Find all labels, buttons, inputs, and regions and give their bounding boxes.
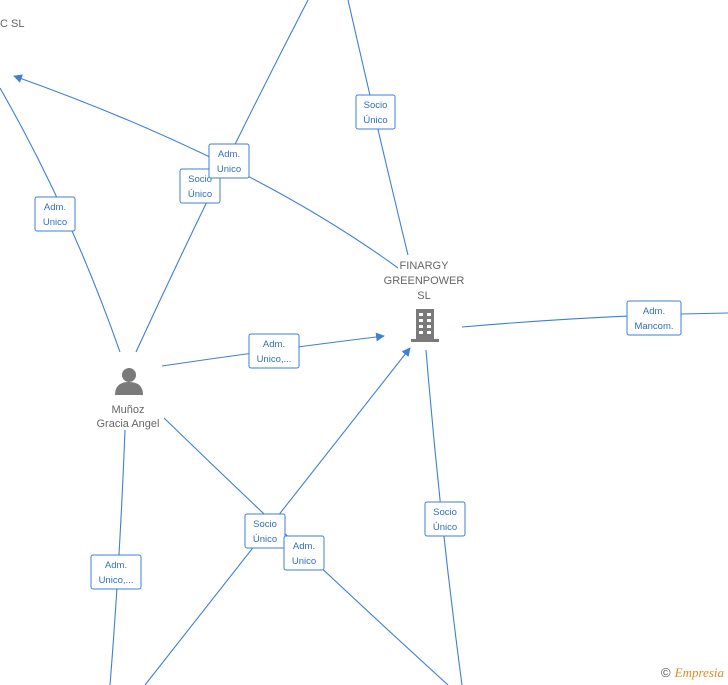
edge-label-line1: Adm. xyxy=(263,339,285,350)
edge-label-line1: Adm. xyxy=(643,306,665,317)
edge-label-line1: Socio xyxy=(188,174,212,185)
company-node[interactable]: FINARGY GREENPOWER SL xyxy=(384,260,465,342)
copyright-icon: © xyxy=(661,665,671,680)
edge-label-line2: Único xyxy=(253,534,277,545)
company-label-line1: FINARGY xyxy=(400,260,450,272)
edge-label-line2: Unico xyxy=(217,164,241,175)
edge-label[interactable]: Adm. Unico,... xyxy=(248,333,300,369)
edge-label-line2: Unico xyxy=(292,556,316,567)
edge-label-line2: Único xyxy=(433,522,457,533)
edge-label-line2: Unico,... xyxy=(99,575,134,586)
building-icon xyxy=(411,309,439,342)
topleft-node-label[interactable]: C SL xyxy=(0,18,24,30)
edge-label-line1: Adm. xyxy=(44,202,66,213)
edge-label-line2: Único xyxy=(188,189,212,200)
edge-label[interactable]: Socio Único xyxy=(355,94,396,130)
edge-company-to-right xyxy=(461,312,728,328)
edge-label[interactable]: Adm. Unico xyxy=(208,143,250,179)
edge-label-line2: Unico xyxy=(43,217,67,228)
edge-label-line1: Socio xyxy=(253,519,277,530)
person-icon xyxy=(115,368,143,395)
edge-label[interactable]: Adm. Unico,... xyxy=(90,554,142,590)
person-node[interactable]: Muñoz Gracia Angel xyxy=(97,368,160,430)
edge-bottom-to-company xyxy=(144,347,411,685)
edge-label-line2: Único xyxy=(363,115,387,126)
person-label-line1: Muñoz xyxy=(111,404,144,416)
edge-top-to-company xyxy=(347,0,409,256)
edge-label-line1: Adm. xyxy=(293,541,315,552)
brand-name: Empresia xyxy=(674,665,724,680)
edge-label[interactable]: Adm. Unico xyxy=(34,196,76,232)
edge-label[interactable]: Socio Único xyxy=(424,501,466,537)
brand-logo: ©Empresia xyxy=(661,665,724,681)
edge-label[interactable]: Adm. Unico xyxy=(283,535,325,571)
edge-label-line1: Socio xyxy=(364,100,388,111)
edge-label[interactable]: Adm. Mancom. xyxy=(626,300,682,336)
edge-label-line2: Unico,... xyxy=(257,354,292,365)
company-label-line3: SL xyxy=(417,290,430,302)
company-label-line2: GREENPOWER xyxy=(384,275,465,287)
person-label-line2: Gracia Angel xyxy=(97,418,160,430)
edge-label[interactable]: Socio Único xyxy=(244,513,286,549)
edge-label-line1: Socio xyxy=(433,507,457,518)
edge-label-line2: Mancom. xyxy=(634,321,673,332)
edge-label-line1: Adm. xyxy=(218,149,240,160)
edge-label-line1: Adm. xyxy=(105,560,127,571)
